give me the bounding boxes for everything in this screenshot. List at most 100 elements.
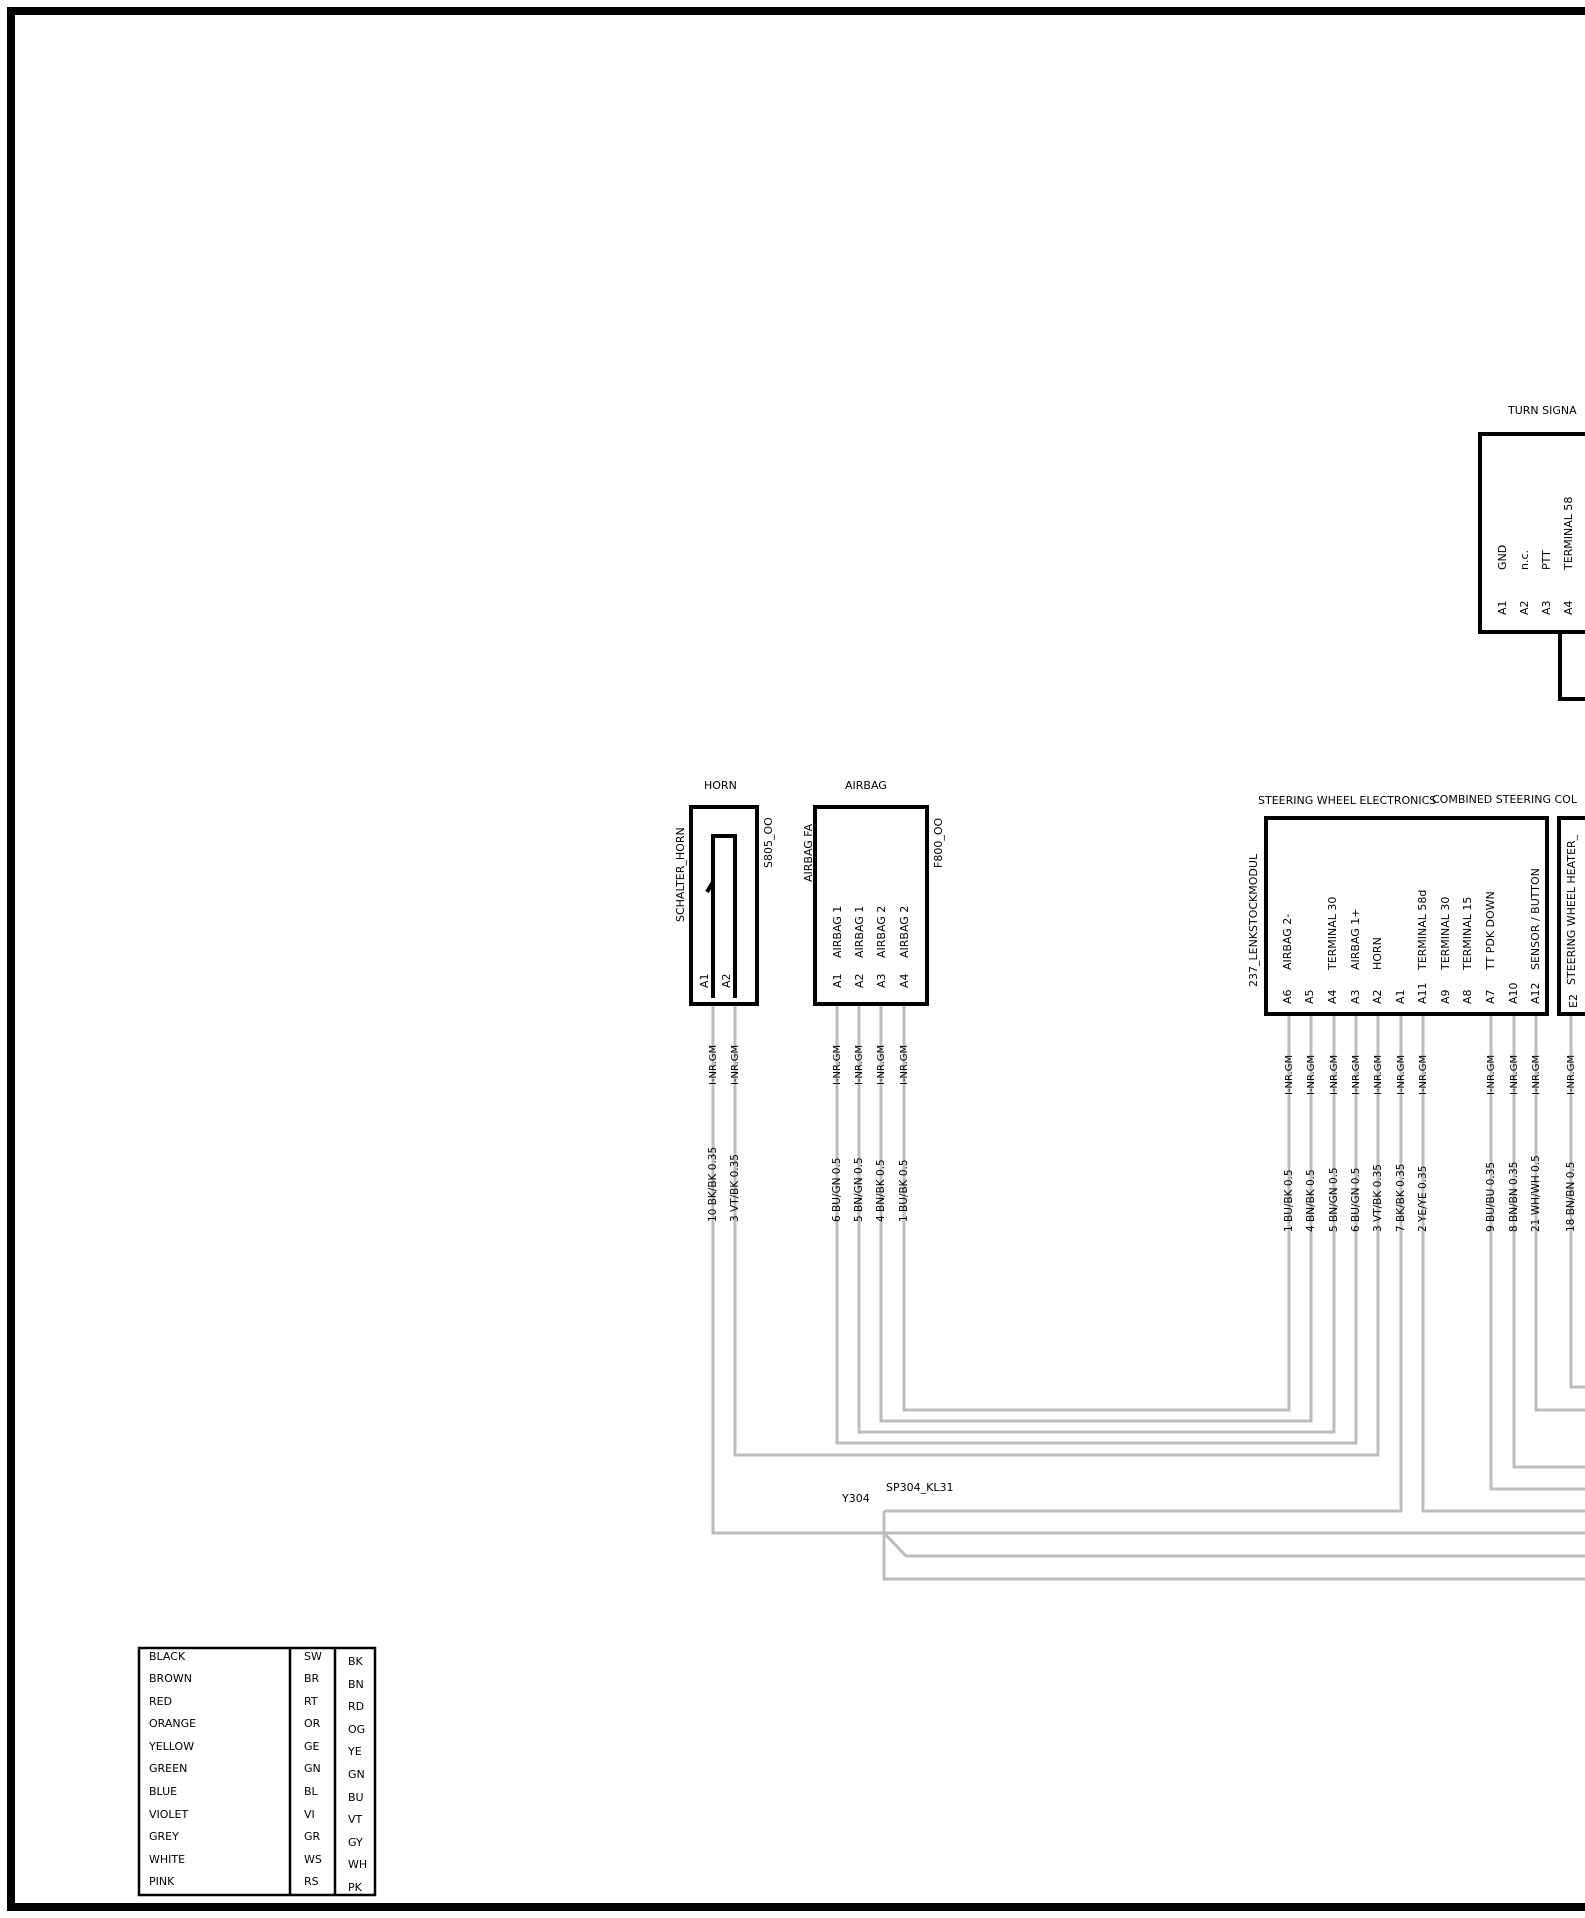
legend-color-name: RED	[149, 1695, 172, 1708]
swe-pin-name-a8: TERMINAL 15	[1461, 897, 1474, 971]
wire-airbag-a1	[835, 1005, 1358, 1445]
turn-signal-pin-name-a2: n.c.	[1518, 550, 1531, 570]
legend-code-de: GR	[304, 1830, 321, 1843]
splice-ground-label: Y304	[841, 1492, 870, 1505]
horn-side-label: SCHALTER_HORN	[674, 827, 687, 922]
swe-pin-a1: A1	[1394, 989, 1407, 1004]
swe-pin-a3: A3	[1349, 989, 1362, 1004]
wire-spec: 4 BN/BK 0.5	[875, 1159, 887, 1222]
turn-signal-pin-name-a1: GND	[1496, 545, 1509, 570]
airbag-pin-name-2: AIRBAG 1	[853, 906, 866, 958]
swe-title: STEERING WHEEL ELECTRONICS	[1258, 794, 1436, 807]
airbag-pin-a4: A4	[898, 973, 911, 988]
airbag-pin-a3: A3	[875, 973, 888, 988]
connector-code: I-NR.GM	[730, 1045, 741, 1085]
wire-spec: 6 BU/GN 0.5	[1350, 1168, 1362, 1232]
wire-swe-a12	[1534, 1014, 1585, 1412]
swe-pin-a8: A8	[1461, 989, 1474, 1004]
csc-title: COMBINED STEERING COL	[1432, 793, 1578, 806]
color-legend: BLACK BROWN RED ORANGE YELLOW GREEN BLUE…	[137, 1646, 377, 1897]
legend-code-de: BL	[304, 1785, 319, 1798]
connector-code: I-NR.GM	[1509, 1055, 1520, 1095]
swe-pins: A6 A5 A4 A3 A2 A1 A11 A9 A8 A7 A10 A12	[1281, 982, 1542, 1004]
legend-code-en: WH	[348, 1858, 367, 1871]
connector-code: I-NR.GM	[1329, 1055, 1340, 1095]
wire-spec: 1 BU/BK 0.5	[898, 1159, 910, 1222]
swe-side-label: 237_LENKSTOCKMODUL	[1247, 853, 1260, 987]
legend-color-name: BROWN	[149, 1672, 192, 1685]
wire-swe-a11	[1421, 1014, 1585, 1513]
legend-code-en: BK	[348, 1655, 364, 1668]
legend-code-en: BU	[348, 1791, 364, 1804]
wire-airbag-a3	[879, 1005, 1313, 1423]
legend-code-en: OG	[348, 1723, 365, 1736]
swe-pin-a2: A2	[1371, 989, 1384, 1004]
airbag-pin-name-1: AIRBAG 1	[831, 906, 844, 958]
wire-spec: 21 WH/WH 0.5	[1530, 1155, 1542, 1232]
wire-horn-a2	[733, 1005, 1380, 1457]
legend-code-en: BN	[348, 1678, 364, 1691]
turn-signal-pin-a4: A4	[1562, 600, 1575, 615]
connector-code: I-NR.GM	[1531, 1055, 1542, 1095]
turn-signal-pin-name-a3: PTT	[1540, 550, 1553, 570]
legend-color-name: ORANGE	[149, 1717, 196, 1730]
swe-pin-name-a4: TERMINAL 30	[1326, 897, 1339, 971]
horn-box	[689, 805, 759, 1006]
connector-codes: I-NR.GM I-NR.GM I-NR.GM I-NR.GM I-NR.GM …	[708, 1045, 1577, 1095]
wire-specs: 10 BK/BK 0.35 3 VT/BK 0.35 6 BU/GN 0.5 5…	[707, 1147, 1577, 1232]
wire-harness	[711, 1005, 1585, 1581]
swe-pin-a4: A4	[1326, 989, 1339, 1004]
connector-code: I-NR.GM	[1396, 1055, 1407, 1095]
swe-pin-a10: A10	[1507, 982, 1520, 1004]
wire-swe-a7	[1489, 1014, 1585, 1491]
legend-code-de: GN	[304, 1762, 321, 1775]
wire-spec: 10 BK/BK 0.35	[707, 1147, 719, 1222]
connector-code: I-NR.GM	[1373, 1055, 1384, 1095]
horn-pin-a2: A2	[720, 973, 733, 988]
legend-code-de: RS	[304, 1875, 319, 1888]
horn-switch-symbol	[705, 834, 737, 998]
swe-pin-names: AIRBAG 2- TERMINAL 30 AIRBAG 1+ HORN TER…	[1281, 868, 1542, 971]
legend-code-de: VI	[304, 1808, 315, 1821]
wire-csc-e2	[1569, 1014, 1585, 1389]
legend-code-en: GY	[348, 1836, 363, 1849]
combined-steering-column: COMBINED STEERING COL STEERING WHEEL HEA…	[1432, 793, 1585, 1016]
legend-color-name: VIOLET	[149, 1808, 189, 1821]
legend-code-en: VT	[348, 1813, 363, 1826]
swe-pin-name-a9: TERMINAL 30	[1439, 897, 1452, 971]
page-frame	[7, 7, 1585, 1911]
wire-swe-a1	[884, 1014, 1403, 1513]
horn-pin-a1: A1	[698, 973, 711, 988]
legend-code-de: WS	[304, 1853, 322, 1866]
legend-code-en: RD	[348, 1700, 364, 1713]
swe-pin-name-a12: SENSOR / BUTTON	[1529, 868, 1542, 970]
horn-title: HORN	[704, 779, 737, 792]
wire-spec: 7 BK/BK 0.35	[1395, 1164, 1407, 1232]
connector-code: I-NR.GM	[708, 1045, 719, 1085]
connector-code: I-NR.GM	[1351, 1055, 1362, 1095]
turn-signal-title: TURN SIGNA	[1507, 404, 1577, 417]
wire-spec: 9 BU/BU 0.35	[1485, 1162, 1497, 1232]
wire-airbag-a2	[857, 1005, 1336, 1434]
airbag-pin-name-4: AIRBAG 2	[898, 906, 911, 958]
legend-color-name: BLUE	[149, 1785, 177, 1798]
legend-code-en: GN	[348, 1768, 365, 1781]
csc-pin-e2: E2	[1567, 994, 1580, 1008]
steering-wheel-electronics: STEERING WHEEL ELECTRONICS 237_LENKSTOCK…	[1247, 794, 1549, 1016]
swe-pin-name-a6: AIRBAG 2-	[1281, 914, 1294, 970]
wire-splice-3	[882, 1511, 1585, 1581]
wire-spec: 3 VT/BK 0.35	[1372, 1164, 1384, 1232]
legend-code-de: OR	[304, 1717, 321, 1730]
turn-signal-box	[1478, 432, 1585, 634]
splice-name-label: SP304_KL31	[886, 1481, 953, 1494]
turn-signal-pin-a3: A3	[1540, 600, 1553, 615]
connector-code: I-NR.GM	[1284, 1055, 1295, 1095]
turn-signal-pin-name-a4: TERMINAL 58	[1562, 497, 1575, 571]
legend-box	[137, 1646, 377, 1897]
connector-code: I-NR.GM	[899, 1045, 910, 1085]
turn-signal-pin-a2: A2	[1518, 600, 1531, 615]
swe-box	[1264, 816, 1549, 1016]
swe-pin-name-a11: TERMINAL 58d	[1416, 890, 1429, 971]
wire-horn-a1	[711, 1005, 884, 1535]
